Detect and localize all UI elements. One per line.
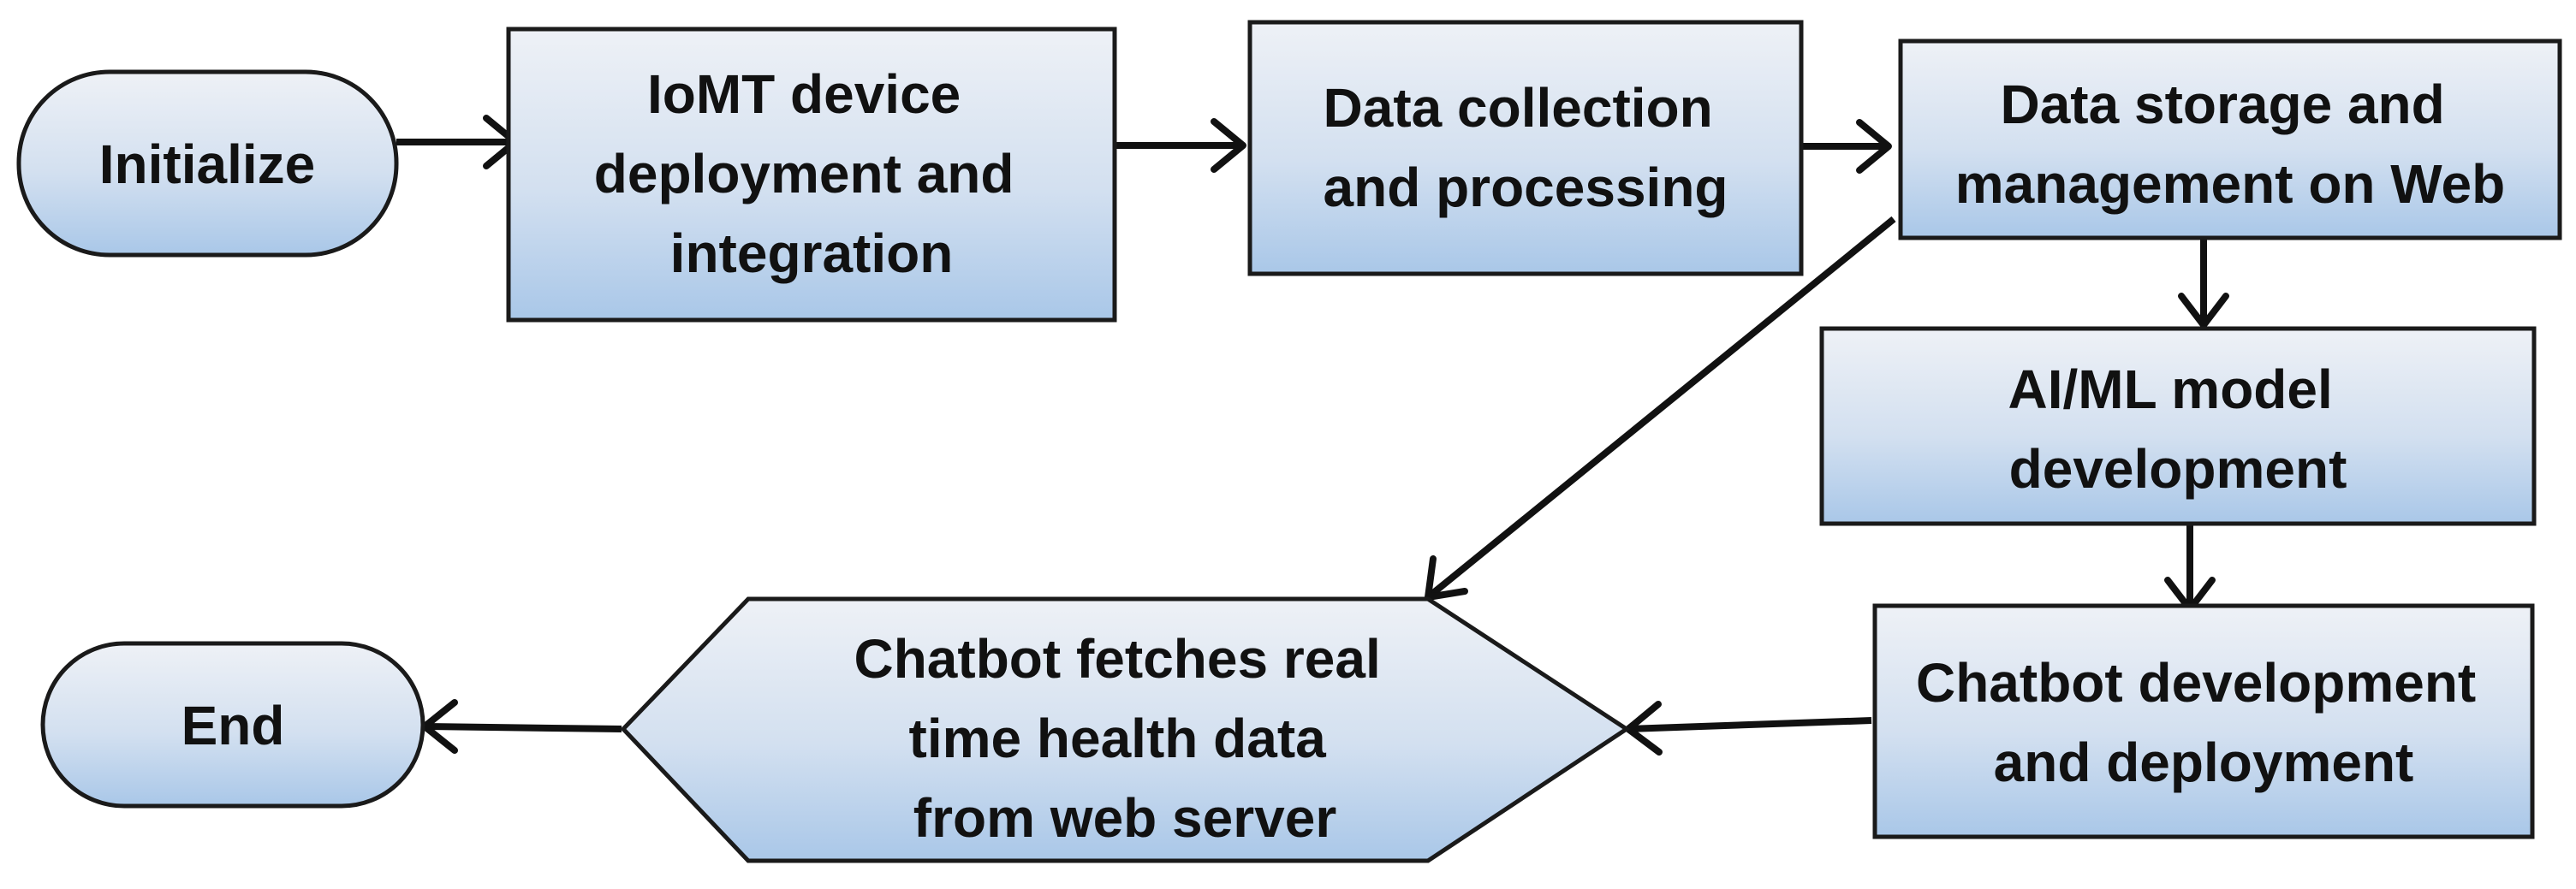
node-aiml-development-label: AI/ML model development [2008, 359, 2347, 500]
node-chatbot-fetch[interactable]: Chatbot fetches real time health data fr… [620, 596, 1631, 863]
node-iomt-deployment[interactable]: IoMT device deployment and integration [506, 27, 1117, 323]
process-box [1872, 603, 2535, 839]
node-initialize[interactable]: Initialize [16, 69, 399, 258]
node-data-collection[interactable]: Data collection and processing [1247, 20, 1804, 276]
process-box [506, 27, 1117, 323]
nodes: Initialize IoMT device deployment and in… [16, 20, 2562, 863]
node-initialize-label: Initialize [99, 133, 316, 195]
node-data-storage[interactable]: Data storage and management on Web [1898, 39, 2562, 240]
node-chatbot-development[interactable]: Chatbot development and deployment [1872, 603, 2535, 839]
node-data-collection-label: Data collection and processing [1324, 77, 1728, 218]
hexagon-shape [620, 596, 1631, 863]
node-data-storage-label: Data storage and management on Web [1955, 74, 2505, 215]
node-iomt-deployment-label: IoMT device deployment and integration [594, 63, 1030, 284]
edge-chatbot-fetch-to-end [421, 699, 622, 754]
edge-aiml-to-chatbot-dev [2164, 524, 2216, 613]
edge-initialize-to-iomt [396, 115, 519, 169]
process-box [1898, 39, 2562, 240]
node-end-label: End [181, 695, 285, 756]
edge-data-storage-to-aiml [2178, 233, 2229, 329]
process-box [1819, 326, 2537, 526]
node-end[interactable]: End [40, 641, 425, 809]
edge-iomt-to-data-collection [1115, 118, 1246, 173]
edge-data-collection-to-data-storage [1801, 119, 1892, 174]
node-chatbot-fetch-label: Chatbot fetches real time health data fr… [854, 628, 1395, 849]
terminator-shape [40, 641, 425, 809]
node-chatbot-development-label: Chatbot development and deployment [1916, 652, 2491, 793]
process-box [1247, 20, 1804, 276]
node-aiml-development[interactable]: AI/ML model development [1819, 326, 2537, 526]
terminator-shape [16, 69, 399, 258]
edge-chatbot-dev-to-chatbot-fetch [1625, 701, 1872, 756]
